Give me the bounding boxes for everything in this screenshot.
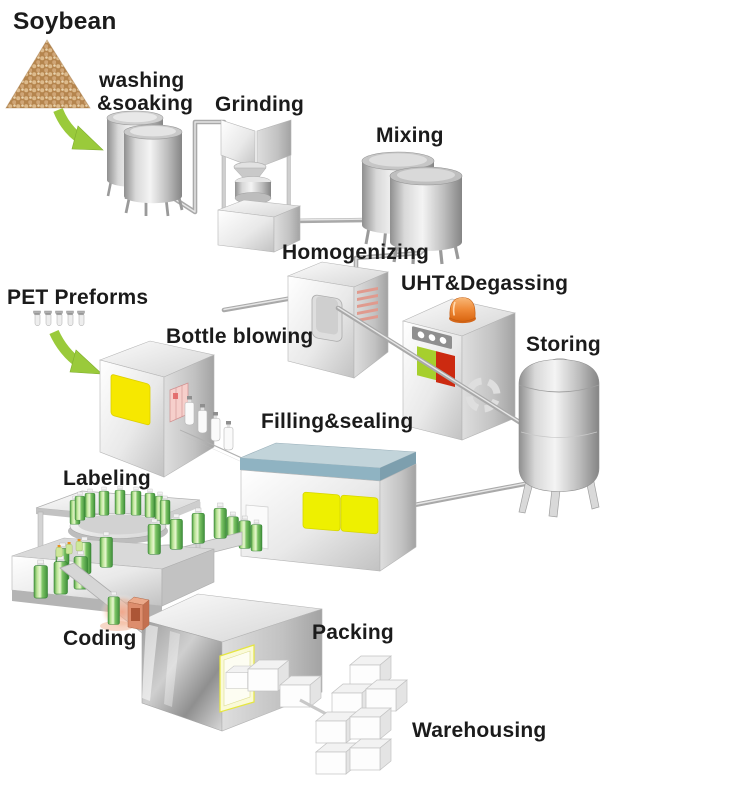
uht-alarm-lamp	[449, 297, 476, 324]
pipe-grinding-to-mixing	[291, 217, 373, 224]
label-warehousing: Warehousing	[412, 719, 546, 742]
filling-top-band	[240, 458, 380, 481]
label-labeling: Labeling	[63, 467, 151, 490]
filling-sealing-machine	[239, 442, 417, 572]
label-storing: Storing	[526, 333, 601, 356]
homogenizer-vents	[357, 287, 378, 322]
coding-bottle	[107, 591, 121, 626]
label-grinding: Grinding	[215, 93, 304, 116]
bottle-blowing-machine	[99, 340, 215, 478]
packing-outlet	[219, 644, 256, 713]
grinding-machine	[217, 119, 302, 253]
label-uht-degassing: UHT&Degassing	[401, 272, 568, 295]
pipe-homogenizing-to-storing	[335, 305, 527, 428]
arrow-preforms-to-blowing	[49, 329, 103, 375]
label-packing: Packing	[312, 621, 394, 644]
pet-preforms-icons	[33, 310, 85, 327]
coding-station	[100, 591, 150, 631]
storing-tank	[518, 358, 600, 518]
blowing-window	[110, 374, 151, 426]
label-mixing: Mixing	[376, 124, 444, 147]
homogenizer-machine	[286, 261, 390, 379]
mixing-tanks	[361, 151, 463, 265]
uht-clamp-wheel	[465, 377, 501, 413]
warehouse-stack	[299, 655, 408, 775]
label-pet-preforms: PET Preforms	[7, 286, 148, 309]
stage-labels: Soybean washing &soaking Grinding Mixing…	[7, 8, 601, 742]
label-homogenizing: Homogenizing	[282, 241, 429, 264]
label-soybean: Soybean	[13, 8, 117, 35]
uht-control-panel	[412, 326, 455, 387]
label-washing-soaking: washing &soaking	[97, 69, 193, 115]
washing-soaking-tanks	[106, 110, 184, 217]
filling-windows	[302, 491, 379, 535]
label-bottle-blowing: Bottle blowing	[166, 325, 313, 348]
label-coding: Coding	[63, 627, 137, 650]
arrow-soybean-to-washing	[53, 108, 104, 151]
label-filling-sealing: Filling&sealing	[261, 410, 413, 433]
packing-machine	[141, 593, 323, 732]
soybean-pile-icon	[5, 39, 91, 109]
coding-printer	[127, 596, 150, 631]
uht-degassing-machine	[402, 297, 516, 441]
